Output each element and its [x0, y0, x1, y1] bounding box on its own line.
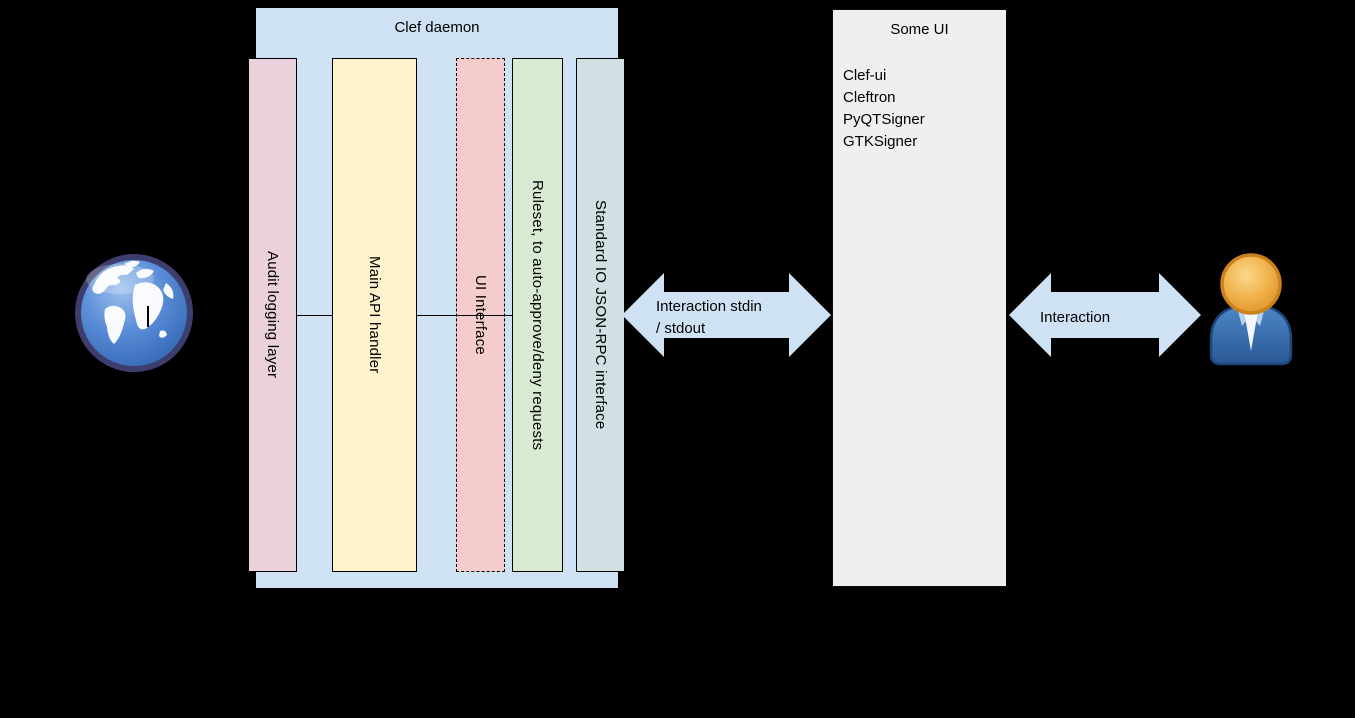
cursor-mark: [147, 306, 149, 327]
connector-line-audit-to-api: [297, 315, 332, 316]
bar-audit-logging-layer: Audit logging layer: [248, 58, 297, 572]
some-ui-list: Clef-ui Cleftron PyQTSigner GTKSigner: [843, 65, 925, 153]
stdio-interaction-arrow: [622, 273, 831, 357]
some-ui-box: Some UI Clef-ui Cleftron PyQTSigner GTKS…: [832, 9, 1007, 587]
some-ui-item-gtksigner: GTKSigner: [843, 133, 918, 150]
bar-main-api-handler: Main API handler: [332, 58, 417, 572]
bar-audit-logging-layer-label: Audit logging layer: [264, 251, 281, 379]
stdio-interaction-arrow-label: Interaction stdin / stdout: [656, 298, 762, 337]
user-icon: [1209, 253, 1293, 366]
bar-ruleset-label: Ruleset, to auto-approve/deny requests: [529, 179, 546, 451]
bar-main-api-handler-label: Main API handler: [366, 256, 383, 374]
some-ui-title: Some UI: [890, 21, 949, 38]
some-ui-item-clef-ui: Clef-ui: [843, 67, 887, 84]
globe-icon: [75, 254, 193, 372]
user-interaction-arrow: [1009, 273, 1201, 357]
bar-ruleset: Ruleset, to auto-approve/deny requests: [512, 58, 563, 572]
connector-line-api-to-ruleset: [417, 315, 512, 316]
user-interaction-arrow-label: Interaction: [1040, 309, 1111, 326]
clef-daemon-box: [256, 8, 618, 588]
clef-daemon-title: Clef daemon: [394, 19, 480, 36]
bar-stdio-jsonrpc-interface: Standard IO JSON-RPC interface: [576, 58, 625, 572]
some-ui-item-pyqtsigner: PyQTSigner: [843, 111, 925, 128]
some-ui-item-cleftron: Cleftron: [843, 89, 896, 106]
bar-stdio-jsonrpc-interface-label: Standard IO JSON-RPC interface: [592, 200, 609, 430]
